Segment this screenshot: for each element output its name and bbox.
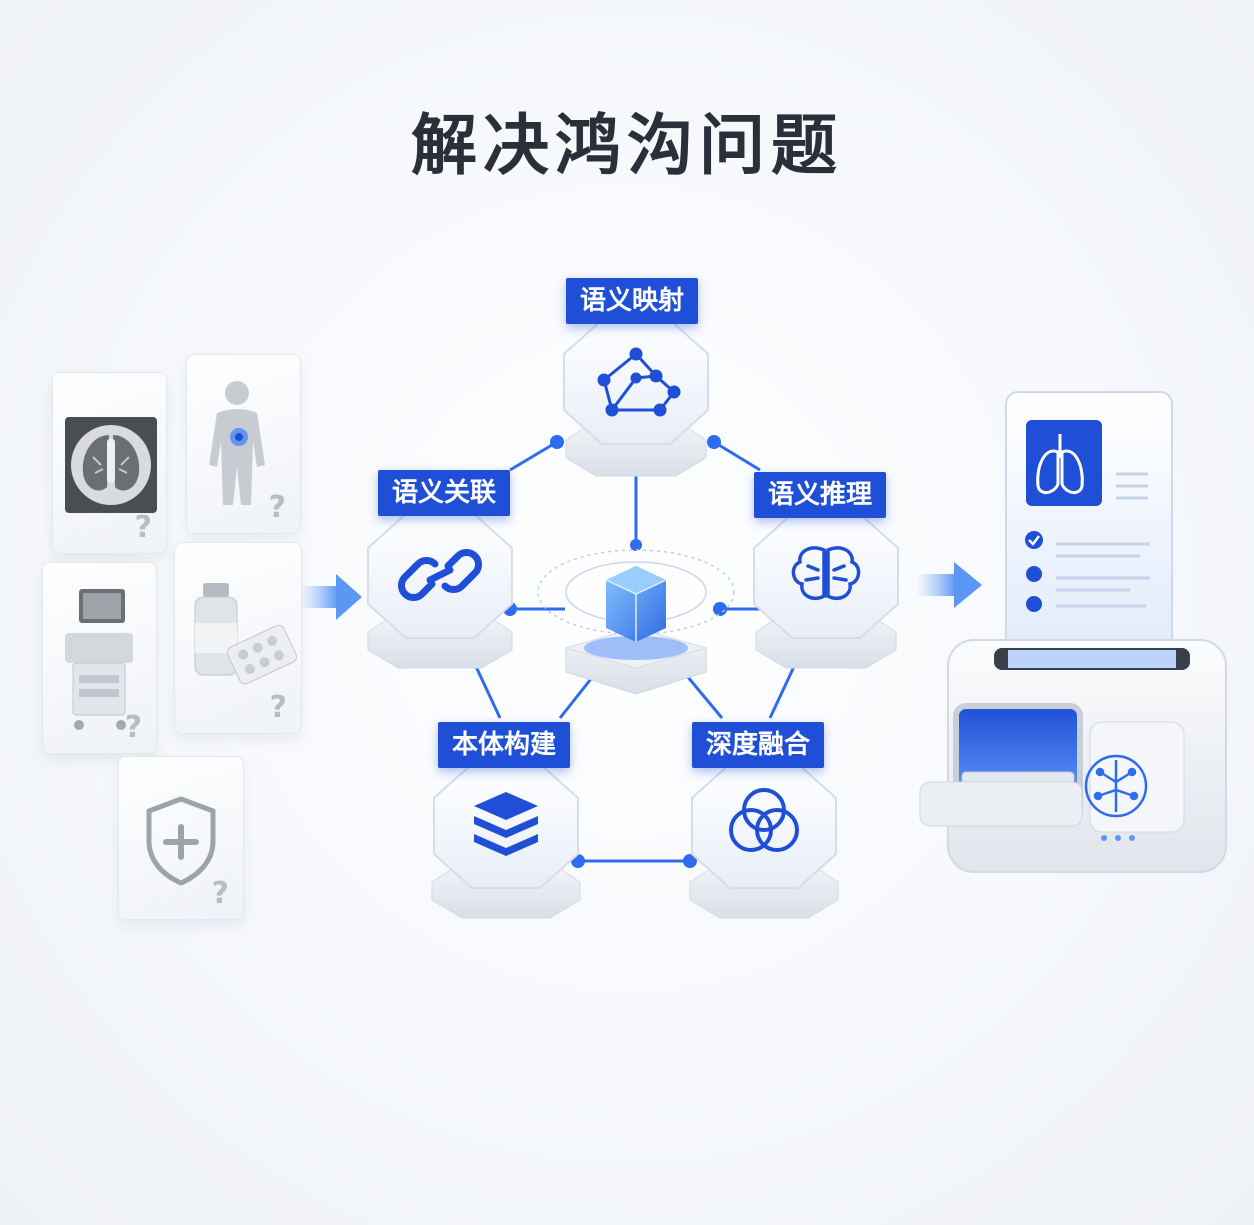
shield-plus-icon (146, 796, 216, 886)
node-label-deep-fusion: 深度融合 (692, 722, 825, 768)
node-bottom-right (689, 763, 839, 919)
node-label-ontology-building: 本体构建 (438, 722, 571, 768)
input-card-lung-ct: ? (52, 372, 167, 554)
question-mark: ? (134, 510, 152, 545)
input-card-ultrasound: ? (42, 562, 157, 754)
node-label-semantic-reasoning: 语义推理 (754, 472, 887, 518)
network-graph-icon (597, 347, 681, 417)
link-icon (398, 549, 482, 601)
node-bottom-left (431, 763, 581, 919)
lung-ct-icon (65, 417, 157, 513)
question-mark: ? (124, 710, 142, 745)
human-body-icon (209, 381, 265, 505)
node-label-semantic-mapping: 语义映射 (566, 278, 699, 324)
overlapping-circles-icon (729, 788, 799, 852)
node-label-semantic-association: 语义关联 (378, 470, 511, 516)
input-card-medicine: ? (174, 542, 302, 734)
node-left (367, 513, 513, 669)
layers-icon (474, 792, 538, 856)
node-top (563, 319, 709, 477)
brain-icon (791, 546, 861, 601)
node-right (753, 513, 899, 669)
question-mark: ? (268, 490, 286, 525)
center-node (537, 549, 735, 695)
question-mark: ? (211, 876, 229, 911)
cube-icon (605, 566, 667, 642)
medicine-icon (194, 583, 297, 685)
ultrasound-machine-icon (65, 589, 133, 730)
input-card-shield: ? (118, 756, 244, 920)
page-title: 解决鸿沟问题 (411, 107, 843, 184)
input-card-human-body: ? (186, 354, 301, 534)
question-mark: ? (269, 690, 287, 725)
